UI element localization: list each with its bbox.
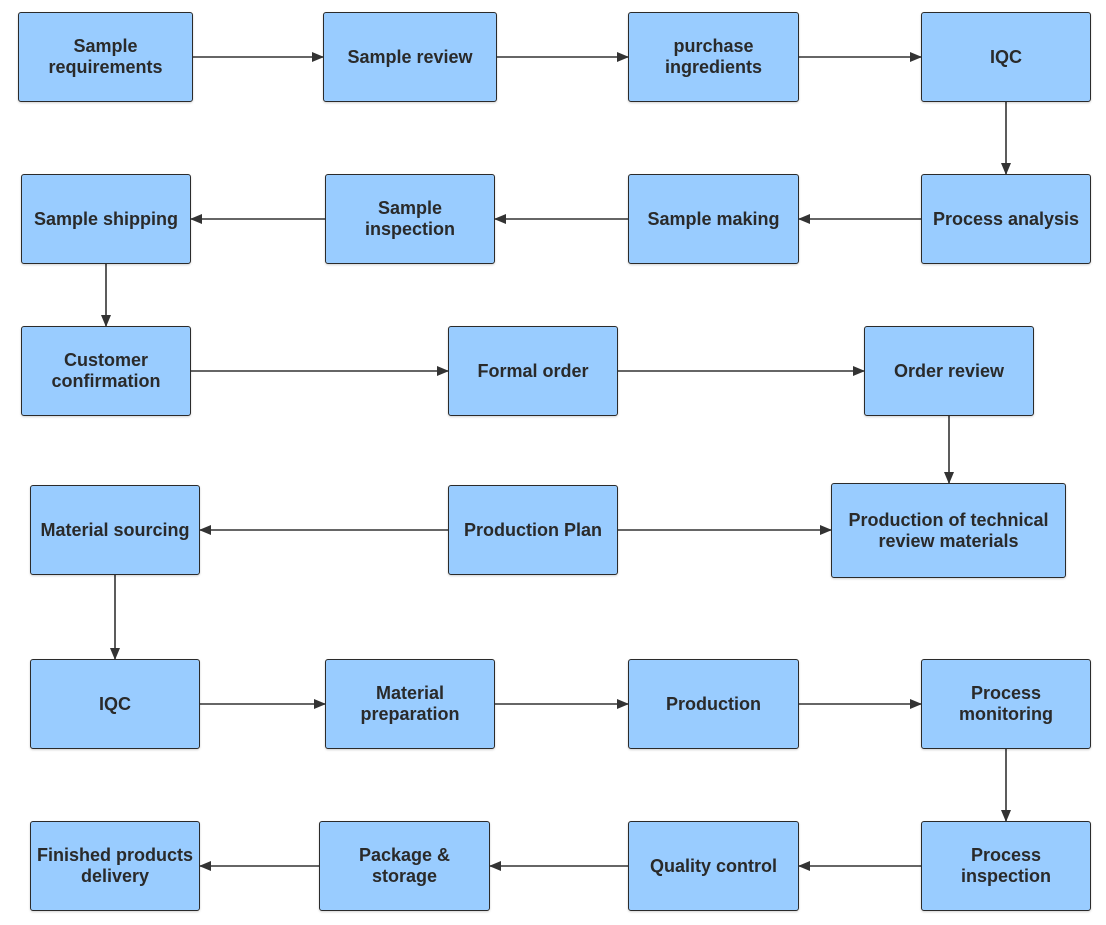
node-sample-inspection: Sample inspection (325, 174, 495, 264)
node-sample-making: Sample making (628, 174, 799, 264)
node-label: Sample requirements (48, 36, 163, 77)
node-label: IQC (989, 46, 1022, 67)
node-label: Process monitoring (959, 683, 1053, 724)
node-label: Formal order (477, 360, 589, 381)
node-quality-control: Quality control (628, 821, 799, 911)
node-label: Process analysis (932, 208, 1080, 229)
node-label: purchase ingredients (664, 36, 762, 77)
node-label: Production (666, 693, 761, 714)
node-material-sourcing: Material sourcing (30, 485, 200, 575)
node-order-review: Order review (864, 326, 1034, 416)
node-label: Process inspection (960, 845, 1051, 886)
node-label: Order review (893, 360, 1005, 381)
node-iqc-production: IQC (30, 659, 200, 749)
node-package-storage: Package & storage (319, 821, 490, 911)
node-technical-review-materials: Production of technical review materials (831, 483, 1066, 578)
node-label: Sample review (347, 46, 473, 67)
node-label: Production of technical review materials (848, 509, 1049, 551)
node-purchase-ingredients: purchase ingredients (628, 12, 799, 102)
node-label: Material preparation (360, 683, 460, 724)
node-process-analysis: Process analysis (921, 174, 1091, 264)
node-iqc-sample: IQC (921, 12, 1091, 102)
node-label: Material sourcing (40, 519, 190, 540)
node-label: Production Plan (463, 519, 602, 540)
node-customer-confirmation: Customer confirmation (21, 326, 191, 416)
node-material-preparation: Material preparation (325, 659, 495, 749)
node-label: Package & storage (358, 845, 451, 886)
node-label: Sample shipping (33, 208, 179, 229)
node-production: Production (628, 659, 799, 749)
node-sample-shipping: Sample shipping (21, 174, 191, 264)
node-label: Sample making (647, 208, 780, 229)
node-sample-requirements: Sample requirements (18, 12, 193, 102)
node-formal-order: Formal order (448, 326, 618, 416)
node-sample-review: Sample review (323, 12, 497, 102)
node-process-monitoring: Process monitoring (921, 659, 1091, 749)
node-finished-products-delivery: Finished products delivery (30, 821, 200, 911)
node-label: Sample inspection (364, 198, 455, 239)
node-label: IQC (98, 693, 131, 714)
node-label: Customer confirmation (51, 350, 161, 391)
node-label: Finished products delivery (37, 845, 194, 886)
node-production-plan: Production Plan (448, 485, 618, 575)
node-label: Quality control (649, 855, 777, 876)
node-process-inspection: Process inspection (921, 821, 1091, 911)
